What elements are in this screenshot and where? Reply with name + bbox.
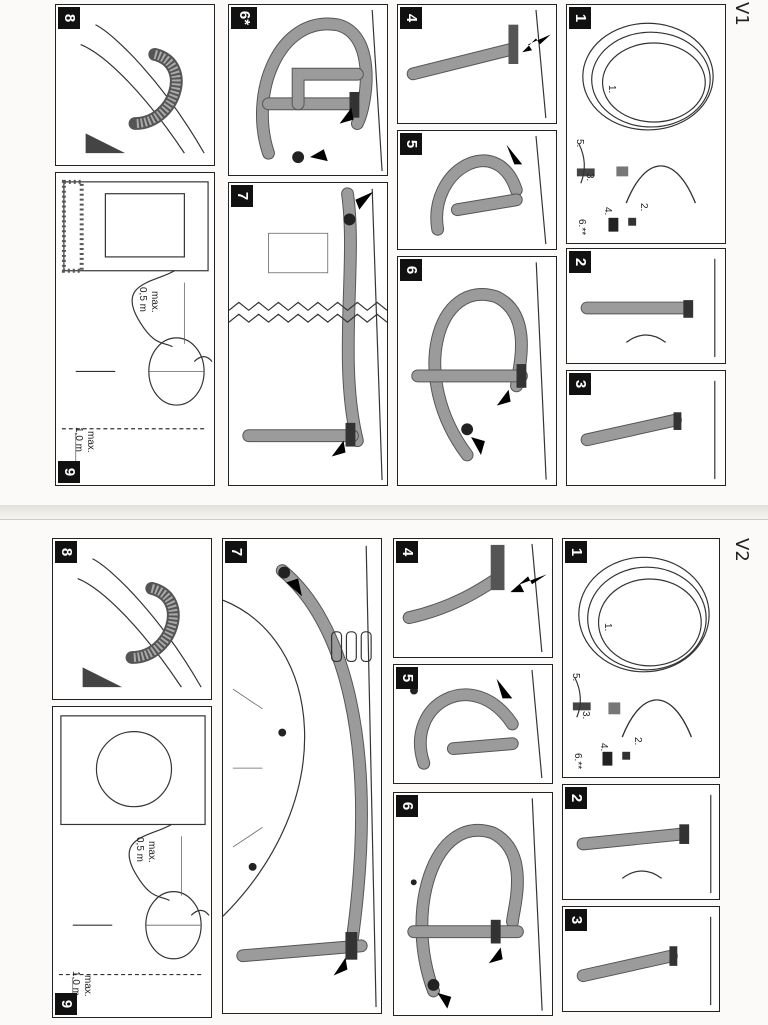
v2-panel-5: 5 [393, 664, 553, 784]
panel-number-badge: 9 [58, 461, 80, 483]
step-illustration [77, 558, 202, 688]
v2-panel-4: 4 [393, 538, 553, 658]
max-height-label: max. [146, 841, 157, 863]
part-label: 3. [584, 173, 595, 182]
max-drop-value: 1,0 m [73, 427, 84, 453]
step-illustration [61, 179, 213, 471]
step-illustration [80, 24, 205, 154]
parts-illustration [572, 556, 710, 766]
panel-number-badge: 1 [569, 7, 591, 29]
arrow-icon [496, 678, 513, 699]
v1-panel-3: 3 [566, 370, 726, 486]
arrow-icon [471, 437, 485, 455]
panel-number-badge: 5 [396, 667, 418, 689]
panel-number-badge: 4 [400, 7, 422, 29]
arrow-icon [522, 34, 551, 53]
step-illustration [229, 187, 387, 481]
max-drop-label: max. [85, 431, 96, 453]
v1-panel-6: 6 [397, 256, 557, 486]
step-illustration [576, 916, 712, 1006]
panel-number-badge: 8 [55, 541, 77, 563]
arrow-icon [333, 957, 348, 976]
v1-panel-8: 8 [55, 4, 215, 166]
panel-number-badge: 5 [400, 133, 422, 155]
v2-panel-7: 7 [222, 538, 382, 1014]
part-label: 2. [632, 737, 643, 746]
version-label-v2: V2 [731, 538, 752, 562]
max-height-value: 0,5 m [137, 287, 148, 313]
part-label: 5. [574, 139, 585, 148]
part-label: 2. [638, 203, 649, 212]
step-illustration [256, 9, 383, 172]
step-illustration [580, 258, 716, 358]
step-illustration [406, 9, 551, 119]
panel-number-badge: 6 [400, 259, 422, 281]
page-gap [0, 505, 768, 519]
arrow-icon [496, 389, 511, 406]
part-label: 6.** [572, 753, 583, 770]
arrow-icon [355, 191, 374, 210]
version-label-v1: V1 [731, 2, 752, 26]
part-label: 1. [602, 623, 613, 632]
arrow-icon [510, 574, 547, 593]
v1-panel-9: 9 max. 0,5 m max. 1,0 m [55, 172, 215, 486]
panel-number-badge: 3 [565, 909, 587, 931]
v1-panel-7: 7 [228, 182, 388, 486]
panel-number-badge: 4 [396, 541, 418, 563]
max-height-label: max. [149, 291, 160, 313]
panel-number-badge: 7 [225, 541, 247, 563]
part-label: 3. [580, 711, 591, 720]
step-illustration [407, 798, 543, 1011]
v1-panel-1-parts: 1 1. 2. 3. 4. 5. 6.** [566, 4, 726, 244]
v2-panel-9: 9 max. 0,5 m max. 1,0 m [52, 706, 212, 1018]
arrow-icon [506, 144, 523, 165]
parts-illustration [576, 22, 714, 232]
panel-number-badge: 6* [231, 7, 257, 29]
panel-number-badge: 3 [569, 373, 591, 395]
arrow-icon [488, 947, 503, 964]
step-illustration [430, 135, 547, 245]
v1-panel-5: 5 [397, 130, 557, 250]
v1-panel-2: 2 [566, 248, 726, 364]
v1-panel-4: 4 [397, 4, 557, 124]
v2-panel-1-parts: 1 1. 2. 3. 4. 5. 6.** [562, 538, 720, 778]
sheet-v1: V1 1 1. 2. 3. 4. 5. 6.** 2 [0, 0, 768, 505]
panel-number-badge: 2 [565, 787, 587, 809]
panel-number-badge: 6 [396, 795, 418, 817]
v1-panel-6-star: 6* [228, 4, 388, 176]
arrow-icon [286, 578, 302, 597]
panel-number-badge: 7 [231, 185, 253, 207]
v2-panel-3: 3 [562, 906, 720, 1012]
v2-panel-8: 8 [52, 538, 212, 700]
max-drop-label: max. [82, 975, 93, 997]
part-label: 4. [602, 207, 613, 216]
v2-panel-2: 2 [562, 784, 720, 900]
max-height-value: 0,5 m [134, 837, 145, 863]
step-illustration [576, 794, 712, 894]
arrow-icon [339, 107, 354, 124]
step-illustration [223, 545, 377, 1008]
panel-number-badge: 1 [565, 541, 587, 563]
sheet-v2: V2 1 1. 2. 3. 4. 5. 6.** 2 [0, 519, 768, 1025]
step-illustration [411, 262, 547, 480]
panel-number-badge: 9 [55, 993, 77, 1015]
step-illustration [580, 380, 716, 480]
panel-number-badge: 2 [569, 251, 591, 273]
arrow-icon [437, 992, 452, 1009]
v2-panel-6: 6 [393, 792, 553, 1016]
part-label: 1. [606, 85, 617, 94]
step-illustration [58, 715, 210, 1005]
part-label: 4. [598, 743, 609, 752]
panel-number-badge: 8 [58, 7, 80, 29]
part-label: 6.** [576, 219, 587, 236]
part-label: 5. [570, 673, 581, 682]
step-illustration [410, 669, 543, 779]
arrow-icon [309, 149, 328, 162]
arrow-icon [331, 440, 346, 457]
step-illustration [402, 543, 547, 653]
